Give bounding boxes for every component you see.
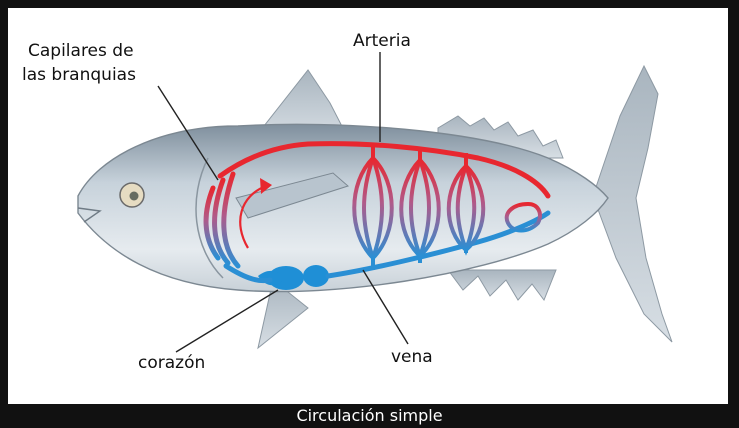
- label-heart: corazón: [138, 352, 205, 374]
- label-gill-capillaries-line2: las branquias: [22, 64, 136, 86]
- ventral-finlets: [448, 270, 556, 300]
- diagram-frame: Capilares de las branquias Arteria coraz…: [8, 8, 728, 404]
- label-gill-capillaries-line1: Capilares de: [28, 40, 134, 62]
- fish-pupil: [130, 192, 139, 201]
- label-vein: vena: [391, 346, 433, 368]
- diagram-caption: Circulación simple: [0, 404, 739, 428]
- label-artery: Arteria: [353, 30, 411, 52]
- tail-fin: [593, 66, 672, 342]
